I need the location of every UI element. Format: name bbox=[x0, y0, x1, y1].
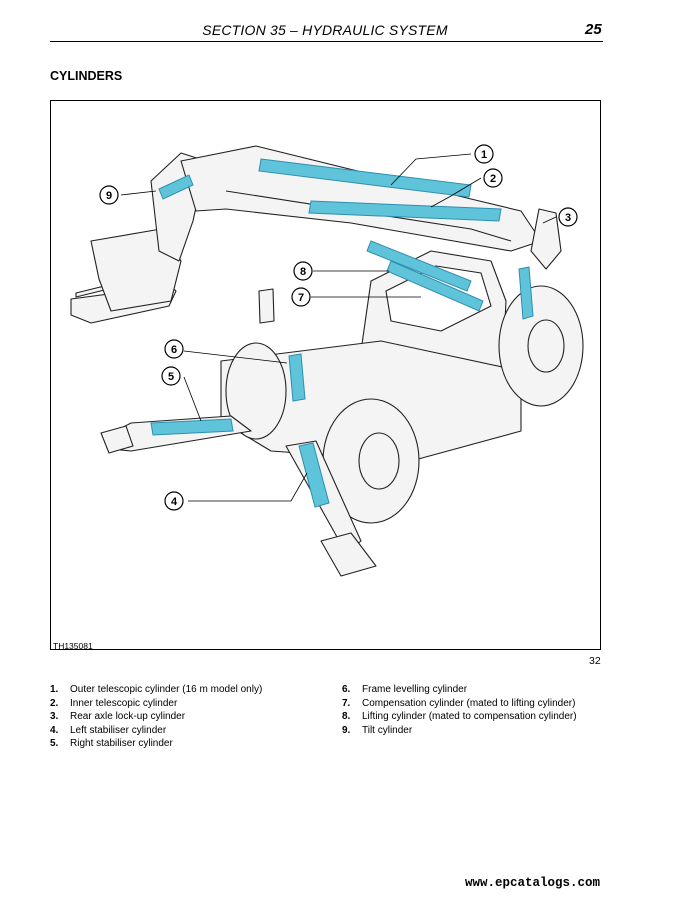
callout-4: 4 bbox=[164, 491, 184, 511]
callout-3: 3 bbox=[558, 207, 578, 227]
boom-tip bbox=[530, 208, 562, 270]
compensation-cylinder bbox=[386, 260, 484, 312]
front-left-wheel bbox=[225, 342, 287, 440]
callout-7: 7 bbox=[291, 287, 311, 307]
svg-text:6: 6 bbox=[171, 344, 177, 356]
tilt-cylinder bbox=[158, 174, 194, 200]
lifting-cylinder bbox=[366, 240, 472, 292]
callout-2: 2 bbox=[483, 168, 503, 188]
leader-9 bbox=[120, 190, 157, 196]
legend-item: 6.Frame levelling cylinder bbox=[342, 684, 468, 695]
svg-text:3: 3 bbox=[565, 212, 571, 224]
legend-item: 5.Right stabiliser cylinder bbox=[50, 738, 173, 750]
callout-9: 9 bbox=[99, 185, 119, 205]
page-number: 25 bbox=[585, 21, 602, 38]
leader-4 bbox=[188, 472, 308, 502]
legend-item: 1.Outer telescopic cylinder (16 m model … bbox=[50, 684, 263, 695]
svg-text:1: 1 bbox=[481, 149, 487, 161]
left-stabiliser-cylinder bbox=[298, 442, 330, 508]
inner-telescopic-cylinder bbox=[308, 200, 502, 222]
svg-text:4: 4 bbox=[171, 496, 178, 508]
left-stabiliser-pad bbox=[320, 532, 377, 577]
figure-code: TH135081 bbox=[53, 641, 93, 650]
front-right-hub bbox=[358, 432, 400, 490]
svg-text:5: 5 bbox=[168, 371, 174, 383]
leader-3 bbox=[542, 216, 557, 224]
telehandler-illustration: 1 2 3 4 5 6 7 8 9 bbox=[70, 144, 584, 577]
svg-text:8: 8 bbox=[300, 266, 306, 278]
figure-number: 32 bbox=[589, 655, 601, 667]
section-title: SECTION 35 – HYDRAULIC SYSTEM bbox=[202, 22, 448, 38]
callout-8: 8 bbox=[293, 261, 313, 281]
svg-text:9: 9 bbox=[106, 190, 112, 202]
frame-levelling-cylinder bbox=[288, 353, 306, 402]
mirror bbox=[258, 288, 275, 324]
svg-text:7: 7 bbox=[298, 292, 304, 304]
outer-telescopic-cylinder bbox=[258, 158, 472, 198]
rear-right-hub bbox=[527, 319, 565, 373]
watermark-link[interactable]: www.epcatalogs.com bbox=[465, 876, 601, 890]
legend-left-column: 1.Outer telescopic cylinder (16 m model … bbox=[50, 683, 262, 751]
right-stabiliser-pad bbox=[100, 425, 134, 454]
legend-item: 8.Lifting cylinder (mated to compensatio… bbox=[342, 711, 577, 723]
legend-item: 2.Inner telescopic cylinder bbox=[50, 697, 178, 709]
legend-item: 4.Left stabiliser cylinder bbox=[50, 724, 167, 736]
figure-frame: 1 2 3 4 5 6 7 8 9 TH135081 bbox=[50, 100, 601, 650]
leader-6 bbox=[183, 350, 288, 364]
header-rule bbox=[50, 41, 603, 42]
svg-text:2: 2 bbox=[490, 173, 496, 185]
legend-right-column: 6.Frame levelling cylinder 7.Compensatio… bbox=[342, 683, 577, 737]
rear-axle-lockup-cylinder bbox=[518, 266, 534, 320]
page-heading: CYLINDERS bbox=[50, 69, 123, 83]
legend-item: 7.Compensation cylinder (mated to liftin… bbox=[342, 697, 576, 709]
callout-1: 1 bbox=[474, 144, 494, 164]
leader-5 bbox=[183, 376, 202, 422]
legend-item: 9.Tilt cylinder bbox=[342, 724, 413, 736]
callout-6: 6 bbox=[164, 339, 184, 359]
leader-1 bbox=[390, 153, 472, 186]
callout-5: 5 bbox=[161, 366, 181, 386]
leader-2 bbox=[430, 177, 482, 208]
boom-inner-section bbox=[225, 190, 512, 242]
legend-item: 3.Rear axle lock-up cylinder bbox=[50, 711, 186, 723]
right-stabiliser-cylinder bbox=[150, 418, 234, 436]
rear-right-wheel bbox=[498, 285, 584, 407]
